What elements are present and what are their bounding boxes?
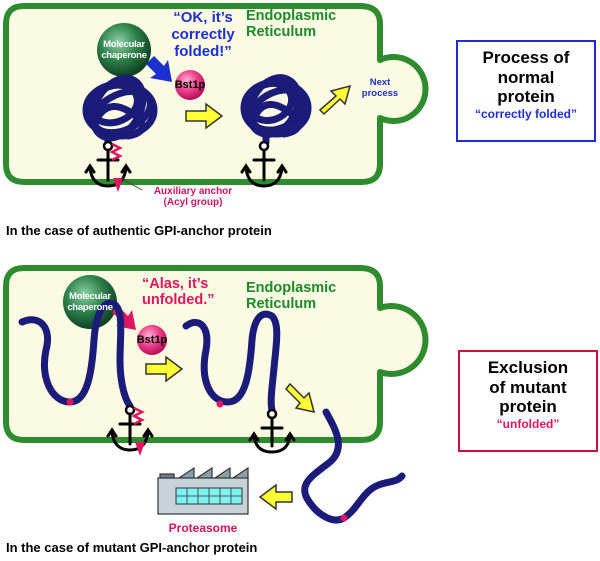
chaperone-bottom (63, 275, 117, 329)
yellow-arrow-down-icon (284, 382, 316, 413)
blue-arrow-icon (146, 56, 172, 82)
anchor-icon-2 (240, 140, 288, 188)
acyl-group-icon (109, 142, 123, 162)
mutant-protein-subtitle: “unfolded” (496, 416, 560, 431)
er-label-top: Endoplasmic Reticulum (246, 8, 337, 41)
normal-protein-subtitle: “correctly folded” (474, 106, 578, 121)
folded-protein-1 (82, 74, 158, 148)
next-process-label: Next process (361, 77, 399, 99)
yellow-arrow-left-icon (258, 483, 293, 511)
er-label-bottom: Endoplasmic Reticulum (246, 280, 337, 313)
unfolded-quote: “Alas, it’s unfolded.” (142, 276, 215, 309)
normal-protein-box: Process of normal protein “correctly fol… (456, 40, 596, 142)
mutation-site-3 (340, 514, 348, 522)
yellow-arrow-icon-2 (145, 355, 184, 383)
bst1p-enzyme-top (175, 70, 205, 100)
bottom-panel (3, 265, 429, 524)
caption-authentic: In the case of authentic GPI-anchor prot… (6, 223, 272, 238)
mutation-site-2 (216, 400, 224, 408)
unfolded-protein-1 (18, 299, 134, 410)
yellow-arrow-icon (185, 102, 224, 130)
mutant-protein-title: Exclusion of mutant protein (487, 358, 569, 417)
chaperone-top (97, 23, 151, 77)
caption-mutant: In the case of mutant GPI-anchor protein (6, 540, 258, 555)
top-panel (3, 3, 429, 192)
acyl-group-icon-2 (131, 406, 145, 426)
mutation-site-1 (66, 398, 74, 406)
mutant-protein-box: Exclusion of mutant protein “unfolded” (458, 350, 598, 452)
exiting-protein (301, 408, 406, 524)
aux-anchor-label: Auxiliary anchor (Acyl group) (153, 186, 233, 209)
aux-anchor-pointer (123, 179, 143, 191)
correctly-folded-quote: “OK, it’s correctly folded!” (171, 9, 235, 60)
normal-protein-title: Process of normal protein (482, 48, 570, 107)
folded-protein-2 (240, 74, 312, 146)
anchor-icon-4 (248, 408, 296, 454)
proteasome-factory-icon (157, 466, 249, 515)
proteasome-label: Proteasome (168, 521, 238, 535)
acyl-arrow-icon (113, 178, 123, 192)
bst1p-label-bottom: Bst1p (136, 334, 168, 346)
bst1p-label-top: Bst1p (174, 79, 206, 91)
chaperone-label-bottom: Molecular chaperone (67, 291, 113, 313)
chaperone-label-top: Molecular chaperone (101, 39, 147, 61)
acyl-arrow-icon-2 (135, 442, 145, 456)
unfolded-protein-2 (182, 310, 281, 414)
bst1p-enzyme-bottom (137, 325, 167, 355)
anchor-icon (84, 140, 132, 188)
yellow-arrow-next-icon (318, 84, 352, 116)
